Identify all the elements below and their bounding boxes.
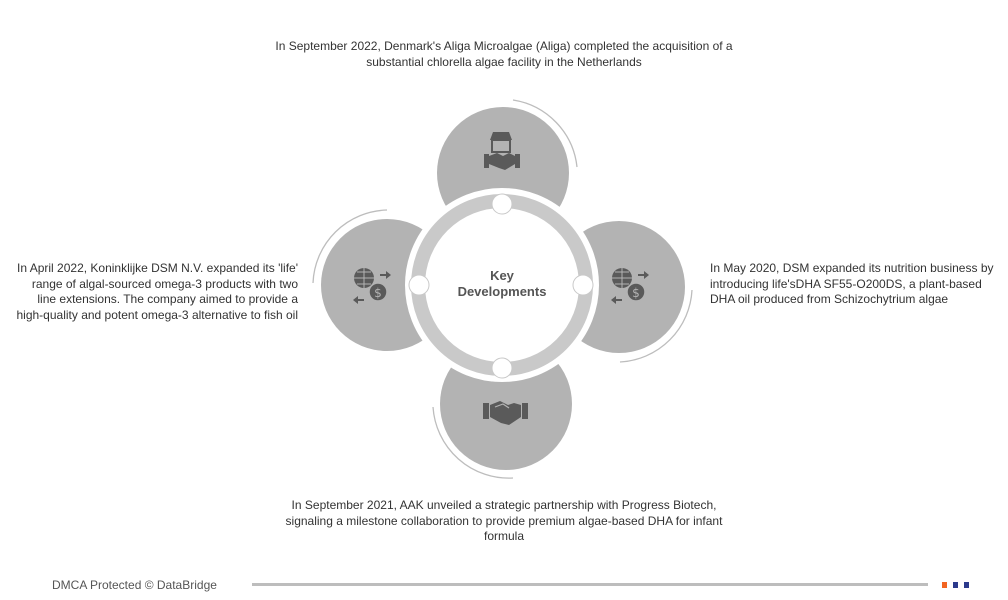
- svg-text:$: $: [632, 286, 640, 300]
- brand-square-orange: [942, 582, 947, 588]
- global-money-transfer-icon: $: [611, 268, 649, 304]
- arc-left: [312, 209, 388, 284]
- brand-square-navy: [953, 582, 958, 588]
- node-right: [572, 274, 594, 296]
- center-label-line2: Developments: [458, 284, 547, 299]
- development-text-right: In May 2020, DSM expanded its nutrition …: [710, 261, 994, 306]
- node-top: [491, 193, 513, 215]
- brand-square-navy: [964, 582, 969, 588]
- store-handshake-icon: [484, 132, 520, 170]
- arc-bottom: [432, 406, 514, 479]
- node-bottom: [491, 357, 513, 379]
- development-text-left: In April 2022, Koninklijke DSM N.V. expa…: [16, 261, 298, 322]
- development-text-top: In September 2022, Denmark's Aliga Micro…: [275, 39, 733, 69]
- node-left: [408, 274, 430, 296]
- footer-divider: [252, 583, 928, 586]
- svg-text:$: $: [374, 286, 382, 300]
- global-money-transfer-icon: $: [353, 268, 391, 304]
- arc-top: [512, 99, 578, 168]
- footer-copyright: DMCA Protected © DataBridge: [52, 578, 217, 592]
- arc-right: [619, 289, 693, 363]
- ring-center: [427, 210, 577, 360]
- center-label-line1: Key: [490, 268, 515, 283]
- handshake-icon: [483, 401, 528, 425]
- development-text-bottom: In September 2021, AAK unveiled a strate…: [285, 498, 723, 543]
